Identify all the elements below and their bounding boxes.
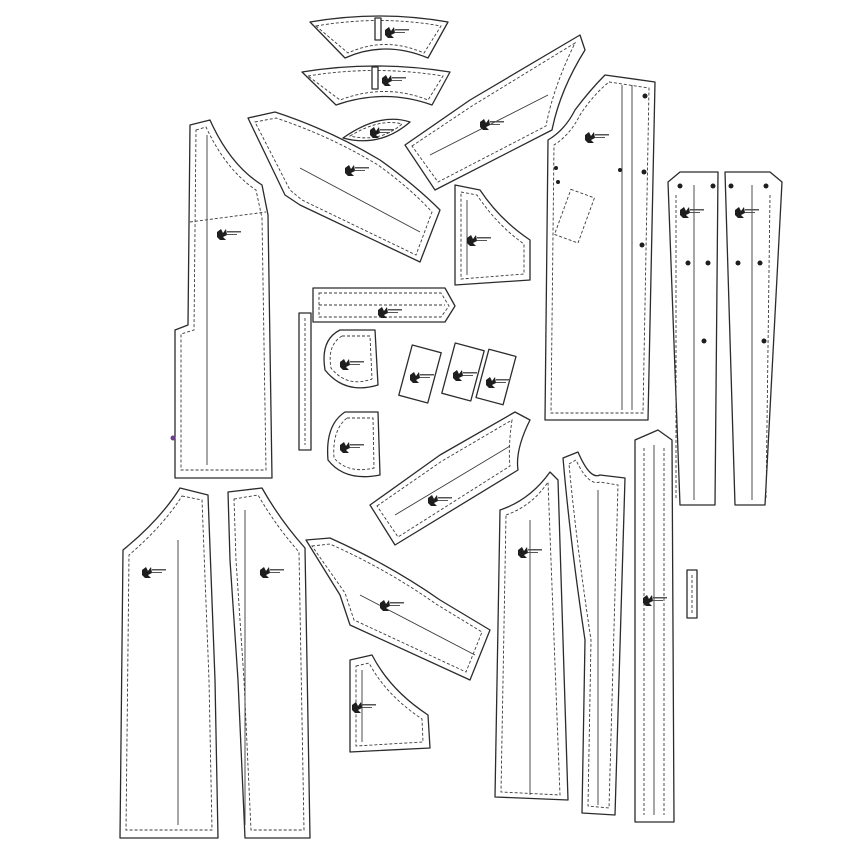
yoke-small-bottom	[349, 654, 431, 753]
tiny-loop-strip	[686, 569, 698, 619]
collar-stand-piece-2	[301, 65, 451, 106]
narrow-strip	[298, 312, 312, 451]
long-strip	[634, 429, 675, 823]
cuff-piece	[312, 287, 456, 323]
side-strip	[562, 451, 626, 816]
collar-stand-piece-1	[309, 15, 449, 59]
tab-piece-1	[398, 344, 442, 404]
front-bottom-left-panel	[119, 487, 219, 839]
sleeve-top-right	[404, 34, 586, 191]
pocket-piece-1	[323, 329, 379, 389]
front-bottom-right-panel	[494, 471, 569, 801]
placket-piece-a	[667, 171, 719, 506]
placket-piece-b	[724, 171, 783, 506]
tab-piece-3	[475, 348, 517, 406]
tab-piece-2	[441, 342, 485, 402]
front-bottom-left-panel-2	[227, 487, 311, 839]
front-right-panel	[544, 74, 656, 421]
pocket-piece-2	[326, 411, 381, 478]
sleeve-bottom	[305, 537, 491, 681]
yoke-small-top	[454, 184, 531, 286]
sleeve-mid	[369, 411, 531, 546]
collar-lens-piece	[342, 118, 411, 142]
sleeve-top-left	[247, 111, 441, 263]
back-left-panel	[170, 119, 273, 479]
